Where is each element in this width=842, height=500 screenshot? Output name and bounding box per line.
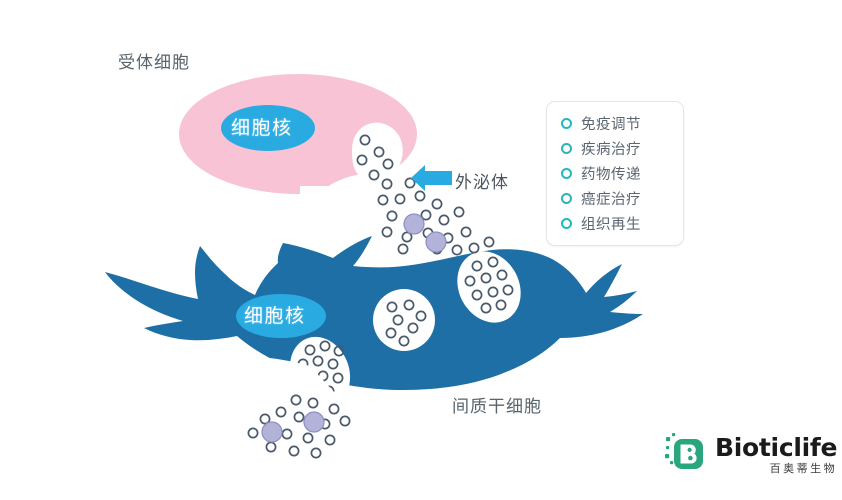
legend-item-label: 疾病治疗 [581, 142, 641, 158]
logo-wordmark: Bioticlife [715, 432, 838, 462]
legend-item-label: 药物传递 [581, 167, 641, 183]
logo-subtitle: 百奥蒂生物 [769, 461, 838, 475]
msc-nucleus [236, 294, 326, 338]
exosome-arrow-icon [411, 165, 452, 191]
cargo-exosomes-upper [403, 213, 447, 253]
cargo-exosomes-lower [261, 411, 325, 443]
multivesicular-body-center [373, 289, 435, 351]
ring-icon [561, 143, 572, 154]
msc-nucleus-label: 细胞核 [244, 305, 306, 327]
applications-legend: 免疫调节 疾病治疗 药物传递 癌症治疗 组织再生 [546, 101, 684, 246]
legend-item-immune-regulation[interactable]: 免疫调节 [547, 111, 683, 136]
exosome-cluster-lower-left [247, 394, 351, 459]
recipient-cell-label: 受体细胞 [118, 53, 190, 73]
legend-item-tissue-regeneration[interactable]: 组织再生 [547, 211, 683, 236]
recipient-nucleus-label: 细胞核 [231, 117, 293, 139]
ring-icon [561, 168, 572, 179]
exosome-label: 外泌体 [455, 173, 509, 193]
ring-icon [561, 193, 572, 204]
legend-item-drug-delivery[interactable]: 药物传递 [547, 161, 683, 186]
legend-item-label: 组织再生 [581, 217, 641, 233]
ring-icon [561, 218, 572, 229]
legend-item-label: 癌症治疗 [581, 192, 641, 208]
mesenchymal-stem-cell-label: 间质干细胞 [452, 397, 542, 417]
brand-logo: Bioticlife 百奥蒂生物 [664, 432, 837, 476]
recipient-nucleus [221, 105, 315, 151]
multivesicular-body-upper-right [457, 251, 521, 323]
logo-text-block: Bioticlife 百奥蒂生物 [715, 435, 837, 474]
bioticlife-b-mark-icon [665, 433, 703, 469]
lower-extracellular-field [120, 356, 360, 500]
legend-item-label: 免疫调节 [581, 117, 641, 133]
ring-icon [561, 118, 572, 129]
legend-item-cancer-treatment[interactable]: 癌症治疗 [547, 186, 683, 211]
legend-item-disease-treatment[interactable]: 疾病治疗 [547, 136, 683, 161]
